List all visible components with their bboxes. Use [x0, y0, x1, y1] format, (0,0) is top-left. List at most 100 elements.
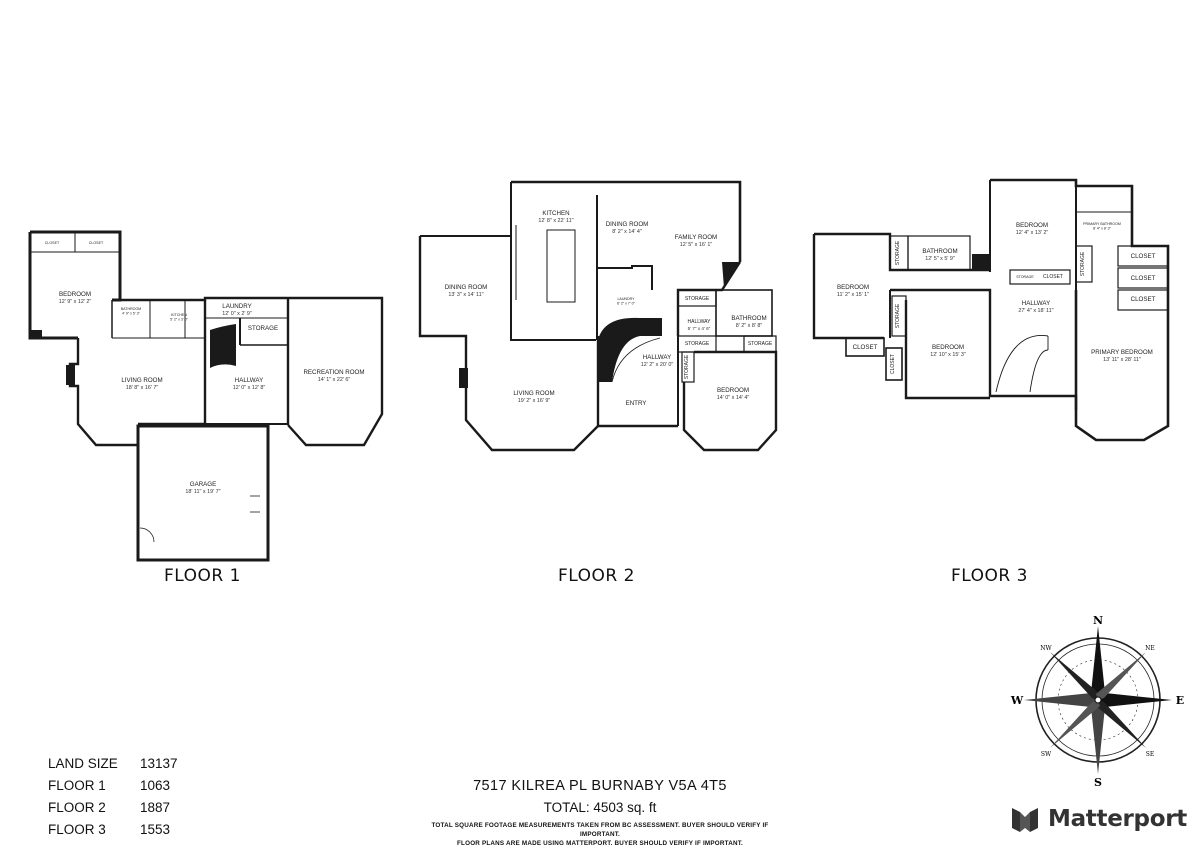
floor1-bathroom-label: BATHROOM [121, 307, 142, 311]
stat-label: LAND SIZE [48, 755, 118, 771]
floor3-hallway-dimensions: 27' 4" x 18' 11" [1018, 308, 1053, 314]
floor3-storage-c-label: STORAGE [1080, 251, 1086, 276]
floor3-closet-d-label: CLOSET [1131, 296, 1156, 303]
floor1-recreation-room-label: RECREATION ROOM [303, 369, 364, 376]
floor1-garage-label: GARAGE [190, 481, 216, 488]
floor2-dining-room-dimensions: 13' 3" x 14' 11" [448, 292, 483, 298]
floor2-storage-a-label: STORAGE [685, 296, 710, 302]
floor2-living-room-label: LIVING ROOM [513, 390, 554, 397]
floor3-hallway-label: HALLWAY [1022, 300, 1050, 307]
floor3-primary-bedroom-dimensions: 13' 11" x 28' 11" [1103, 357, 1141, 363]
floor1-recreation-room-dimensions: 14' 1" x 22' 6" [318, 377, 351, 383]
floor-3-plan [812, 178, 1170, 442]
floor-2-title: FLOOR 2 [558, 566, 635, 586]
total-square-footage: TOTAL: 4503 sq. ft [543, 800, 657, 815]
floor2-hallway-dimensions: 12' 2" x 20' 0" [641, 362, 674, 368]
floor1-kitchen-label: KITCHEN [171, 313, 187, 317]
floor1-garage-dimensions: 18' 11" x 19' 7" [185, 489, 220, 495]
compass-se: SE [1146, 751, 1155, 758]
stat-label: FLOOR 1 [48, 777, 106, 793]
compass-nw: NW [1040, 645, 1052, 652]
floor2-dining-room-inner-dimensions: 8' 2" x 14' 4" [612, 229, 642, 235]
floor2-dining-room-label: DINING ROOM [445, 284, 488, 291]
floor3-closet-c-label: CLOSET [1131, 275, 1156, 282]
compass-rose-icon: N S E W NE NW SE SW [1010, 614, 1184, 789]
floor-1-plan [28, 230, 384, 562]
floor3-storage-a-label: STORAGE [895, 240, 901, 265]
stat-value: 1063 [140, 777, 171, 793]
stat-row: FLOOR 2 1887 [48, 796, 178, 818]
floor2-hallway-small-label: HALLWAY [688, 319, 712, 325]
floor3-storage-d-label: STORAGE [895, 303, 901, 328]
disclaimer-line-2: FLOOR PLANS ARE MADE USING MATTERPORT. B… [457, 840, 743, 847]
floor1-hallway-dimensions: 12' 0" x 12' 8" [233, 385, 266, 391]
square-footage-table: LAND SIZE 13137 FLOOR 1 1063 FLOOR 2 1887 F… [48, 752, 178, 840]
address-block: 7517 KILREA PL BURNABY V5A 4T5 TOTAL: 45… [420, 778, 780, 848]
floor3-primary-bedroom-label: PRIMARY BEDROOM [1091, 349, 1153, 356]
matterport-logo: Matterport [1010, 804, 1187, 834]
stat-label: FLOOR 2 [48, 799, 106, 815]
floor2-hallway-label: HALLWAY [643, 354, 671, 361]
floor2-family-room-label: FAMILY ROOM [675, 234, 717, 241]
floor1-living-room-dimensions: 18' 8" x 16' 7" [126, 385, 159, 391]
stat-value: 13137 [140, 755, 178, 771]
floor3-closet-a-label: CLOSET [1043, 274, 1063, 280]
matterport-logo-icon [1012, 808, 1038, 832]
floor3-bedroom-mid-dimensions: 12' 10" x 15' 3" [930, 352, 966, 358]
floor2-living-room-dimensions: 19' 2" x 16' 9" [518, 398, 551, 404]
floor3-bedroom-top-dimensions: 12' 4" x 13' 2" [1016, 230, 1049, 236]
compass-e: E [1176, 694, 1184, 707]
disclaimer: TOTAL SQUARE FOOTAGE MEASUREMENTS TAKEN … [420, 821, 780, 848]
floor2-kitchen-dimensions: 12' 8" x 22' 11" [538, 218, 573, 224]
brand-name: Matterport [1048, 806, 1187, 832]
floor2-family-room-dimensions: 12' 5" x 16' 1" [680, 242, 713, 248]
floor2-bathroom-label: BATHROOM [731, 315, 766, 322]
floor-2-plan [418, 180, 778, 452]
floor3-primary-bathroom-dimensions: 8' 4" x 8' 3" [1093, 227, 1111, 231]
floor2-entry-label: ENTRY [626, 400, 647, 407]
floor3-bedroom-left-label: BEDROOM [837, 284, 869, 291]
floor1-bathroom-dimensions: 4' 9" x 5' 3" [122, 312, 140, 316]
floor2-dining-room-inner-label: DINING ROOM [606, 221, 649, 228]
floor1-laundry-dimensions: 12' 0" x 2' 9" [222, 311, 252, 317]
floor3-closet-f-label: CLOSET [890, 354, 896, 374]
floor1-living-room-label: LIVING ROOM [121, 377, 162, 384]
stat-row: FLOOR 1 1063 [48, 774, 178, 796]
disclaimer-line-1: TOTAL SQUARE FOOTAGE MEASUREMENTS TAKEN … [431, 822, 769, 838]
floor2-bedroom-label: BEDROOM [717, 387, 749, 394]
floor-3-title: FLOOR 3 [951, 566, 1028, 586]
floor2-kitchen-label: KITCHEN [542, 210, 569, 217]
floor2-bedroom-dimensions: 14' 0" x 14' 4" [717, 395, 750, 401]
floor2-laundry-dimensions: 6' 2" x 7' 0" [617, 302, 635, 306]
floor2-storage-d-label: STORAGE [684, 354, 690, 379]
stat-value: 1553 [140, 821, 171, 837]
floor3-primary-bathroom-label: PRIMARY BATHROOM [1083, 222, 1121, 226]
compass-s: S [1094, 776, 1102, 789]
floor2-storage-b-label: STORAGE [685, 341, 710, 347]
compass-n: N [1093, 614, 1103, 627]
compass-ne: NE [1145, 645, 1155, 652]
floor2-storage-c-label: STORAGE [748, 341, 773, 347]
floor1-closet-b-label: CLOSET [89, 241, 104, 245]
floor3-bedroom-top-label: BEDROOM [1016, 222, 1048, 229]
stat-label: FLOOR 3 [48, 821, 106, 837]
stat-row: FLOOR 3 1553 [48, 818, 178, 840]
floor1-storage-label: STORAGE [248, 325, 278, 332]
compass-w: W [1010, 694, 1024, 707]
floor3-storage-b-label: STORAGE [1016, 275, 1034, 279]
floor1-bedroom-dimensions: 12' 9" x 12' 2" [59, 299, 92, 305]
floor2-bathroom-dimensions: 8' 2" x 8' 8" [736, 323, 763, 329]
floor3-closet-b-label: CLOSET [1131, 253, 1156, 260]
floor1-laundry-label: LAUNDRY [222, 303, 251, 310]
stat-value: 1887 [140, 799, 171, 815]
floor1-kitchen-dimensions: 5' 2" x 3' 0" [170, 318, 188, 322]
floor2-laundry-label: LAUNDRY [617, 297, 635, 301]
floor3-bathroom-dimensions: 12' 5" x 5' 9" [925, 256, 955, 262]
property-address: 7517 KILREA PL BURNABY V5A 4T5 [473, 778, 727, 794]
compass-sw: SW [1041, 751, 1052, 758]
floor3-closet-e-label: CLOSET [853, 344, 878, 351]
floor1-bedroom-label: BEDROOM [59, 291, 91, 298]
floor1-hallway-label: HALLWAY [235, 377, 263, 384]
floor2-hallway-small-dimensions: 5' 7" x 4' 6" [688, 326, 711, 331]
